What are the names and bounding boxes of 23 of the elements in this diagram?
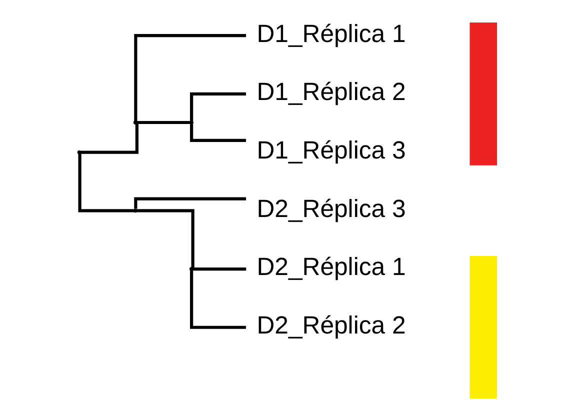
connector <box>190 270 246 329</box>
connector <box>78 154 134 212</box>
node-text: D1_Réplica 2 <box>256 79 406 106</box>
connector <box>190 124 246 142</box>
node-bar <box>470 22 498 166</box>
connector <box>190 92 246 121</box>
connector <box>136 120 190 124</box>
node-point <box>190 120 194 124</box>
node-text: D1_Réplica 1 <box>256 20 406 48</box>
node-point <box>133 120 138 124</box>
connector <box>193 267 246 271</box>
node-point <box>133 208 138 213</box>
connector <box>134 197 246 209</box>
node-point <box>190 267 194 271</box>
node-text: D2_Réplica 1 <box>256 254 406 282</box>
connector <box>136 209 194 269</box>
node-text: D2_Réplica 3 <box>256 196 406 223</box>
connector <box>80 122 138 154</box>
node-point <box>77 150 82 154</box>
node-text: D1_Réplica 3 <box>256 138 406 165</box>
node-text: D2_Réplica 2 <box>256 312 406 340</box>
node-bar <box>470 256 498 399</box>
connector <box>134 34 246 121</box>
